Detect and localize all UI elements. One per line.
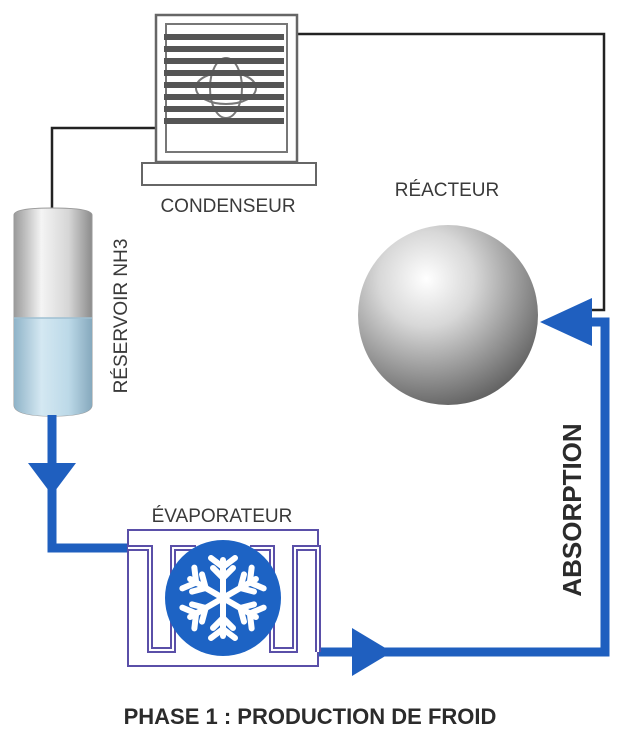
arrow-down <box>28 463 76 495</box>
reservoir-liquid <box>14 318 92 416</box>
diagram-title: PHASE 1 : PRODUCTION DE FROID <box>124 704 497 729</box>
condenser-fins <box>164 34 284 124</box>
condenser-label: CONDENSEUR <box>160 196 295 217</box>
reservoir-label: RÉSERVOIR NH3 <box>111 239 132 394</box>
condenser <box>141 13 317 186</box>
reactor-label: RÉACTEUR <box>395 180 500 201</box>
reactor-sphere <box>358 225 538 405</box>
arrow-left <box>540 298 592 346</box>
evaporator-label: ÉVAPORATEUR <box>152 506 293 527</box>
thin-piping <box>50 32 606 312</box>
absorption-label: ABSORPTION <box>557 423 587 596</box>
reservoir-tank <box>13 207 93 417</box>
arrow-right <box>352 628 392 676</box>
flow-path <box>28 298 610 676</box>
snowflake-icon <box>165 540 281 656</box>
